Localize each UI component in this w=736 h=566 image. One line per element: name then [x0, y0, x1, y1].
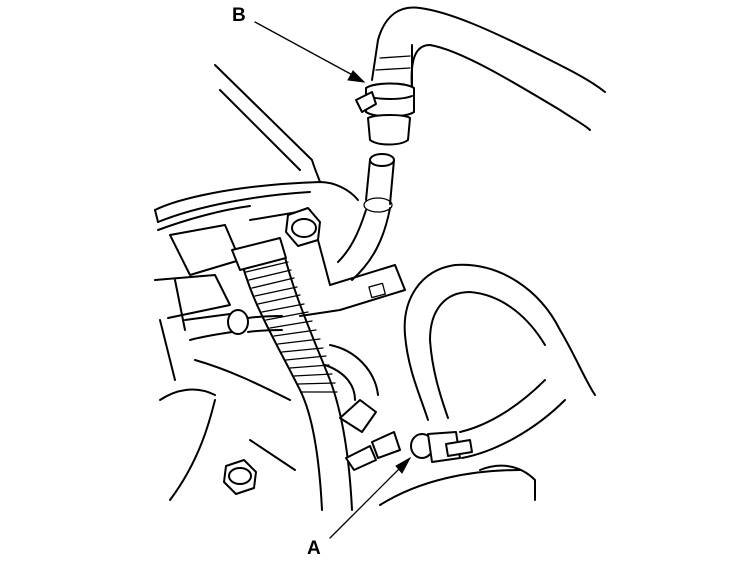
pipe-stub-b [337, 153, 395, 281]
right-hose-loop [403, 263, 596, 421]
clamp-a [410, 379, 566, 463]
engine-housing [154, 64, 359, 381]
callout-label-b: B [232, 5, 246, 26]
bolt-lower [223, 459, 257, 495]
leader-a [329, 456, 412, 539]
leader-b [254, 21, 366, 83]
lower-left-frame [159, 359, 296, 501]
bolt-upper [285, 207, 321, 247]
left-hose-fitting [184, 309, 283, 341]
lower-right-frame [379, 464, 536, 506]
mid-hose-elbow [324, 344, 401, 471]
callout-label-a: A [307, 538, 321, 559]
corrugated-hose [231, 237, 353, 511]
upper-hose [371, 6, 606, 131]
clamp-b [355, 82, 415, 146]
